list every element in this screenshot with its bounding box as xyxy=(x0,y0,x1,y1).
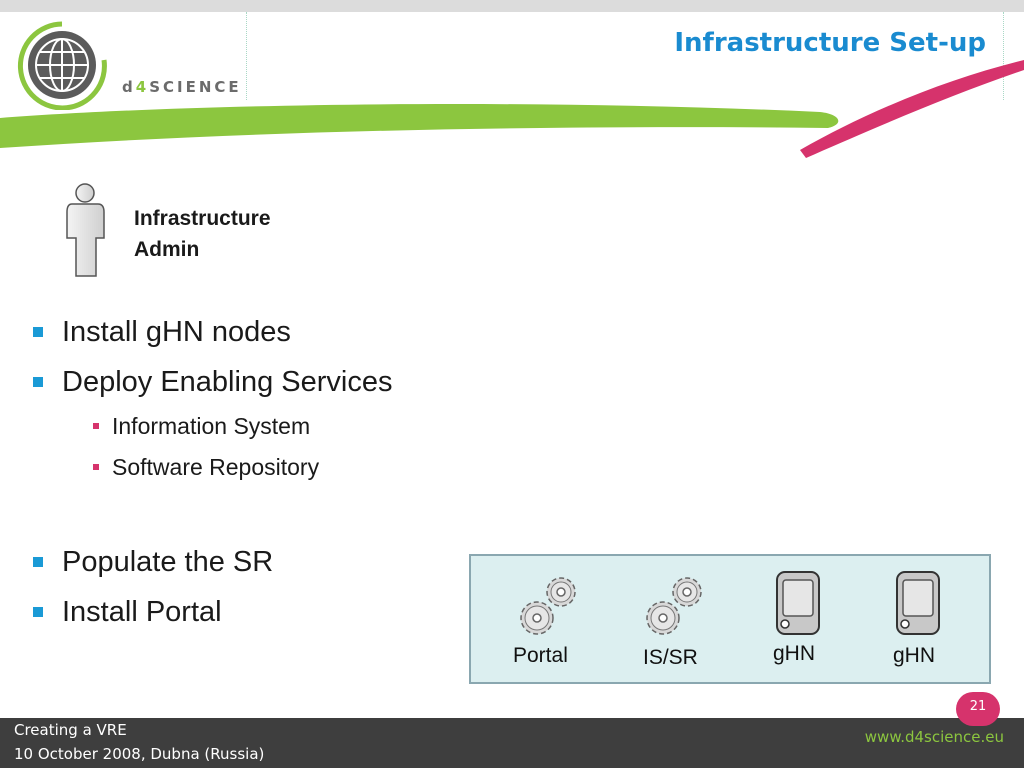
node-label-is-sr: IS/SR xyxy=(643,646,698,669)
node-label-ghn: gHN xyxy=(773,642,816,665)
header-divider xyxy=(1003,12,1004,100)
d4science-logo: d4SCIENCE xyxy=(14,20,246,111)
header-divider xyxy=(246,12,247,100)
globe-logo-icon xyxy=(17,21,107,111)
sub-bullet-marker xyxy=(93,464,99,470)
gears-icon xyxy=(646,577,702,635)
top-bar xyxy=(0,0,1024,12)
ghn-device-icon xyxy=(896,571,940,635)
node-label-portal: Portal xyxy=(513,644,568,667)
footer: Creating a VRE 10 October 2008, Dubna (R… xyxy=(0,718,1024,768)
page-number-badge: 21 xyxy=(956,692,1000,726)
sub-bullet-marker xyxy=(93,423,99,429)
slide-title: Infrastructure Set-up xyxy=(674,28,986,58)
actor-label: Infrastructure Admin xyxy=(134,207,271,261)
bullet-marker xyxy=(33,557,43,567)
person-icon xyxy=(66,183,105,277)
logo-wordmark: d4SCIENCE xyxy=(122,78,242,96)
ghn-device-icon xyxy=(776,571,820,635)
infrastructure-diagram: Portal IS/SR gHN gHN xyxy=(469,554,991,684)
bullet-marker xyxy=(33,377,43,387)
node-label-ghn: gHN xyxy=(893,644,936,667)
bullet-marker xyxy=(33,327,43,337)
footer-url: www.d4science.eu xyxy=(864,728,1004,746)
footer-date-location: 10 October 2008, Dubna (Russia) xyxy=(14,745,265,763)
header-swoosh xyxy=(0,60,1024,158)
bullet-marker xyxy=(33,607,43,617)
footer-presentation-title: Creating a VRE xyxy=(14,721,127,739)
gears-icon xyxy=(520,577,576,635)
